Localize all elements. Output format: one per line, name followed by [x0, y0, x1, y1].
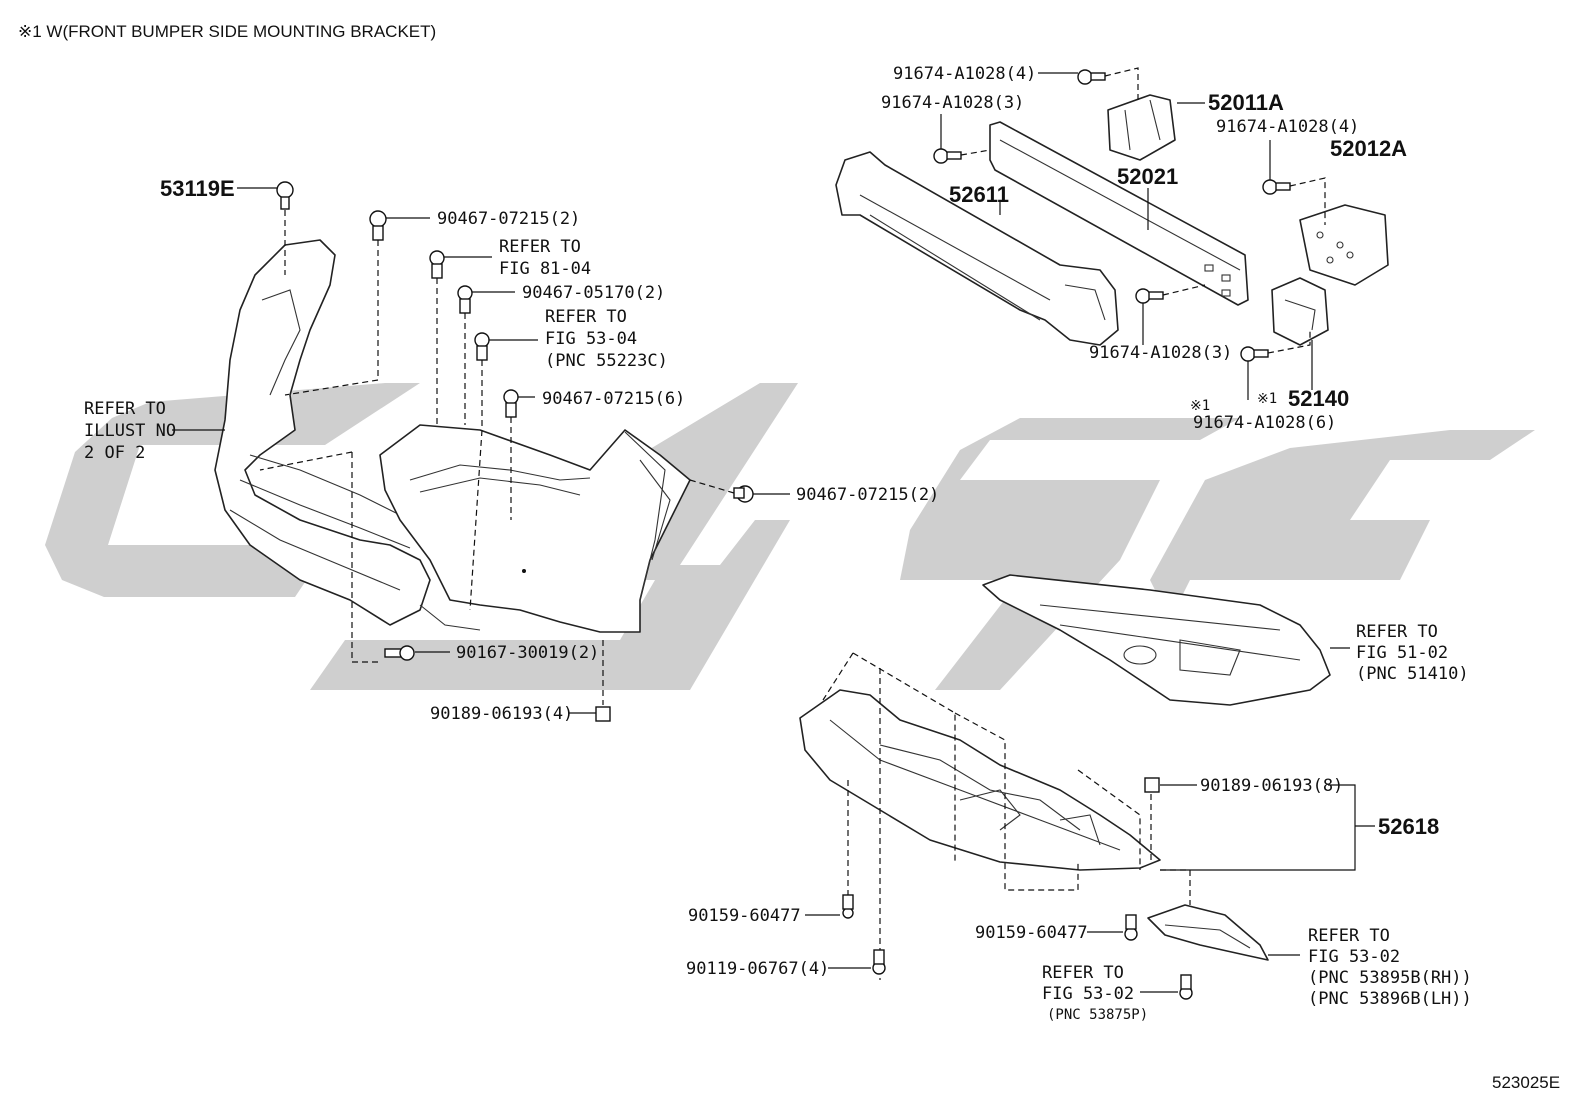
refer-fig51-line3: (PNC 51410) [1356, 664, 1469, 684]
label-90467-07215-2b: 90467-07215(2) [796, 485, 939, 505]
fasteners-bottom-right [842, 777, 1193, 1000]
label-90167-30019: 90167-30019(2) [456, 643, 599, 663]
refer-fig51-line1: REFER TO [1356, 622, 1438, 642]
refer-fig53-02b-line2: FIG 53-02 [1308, 947, 1400, 967]
clip-90467-07215-right [733, 485, 754, 503]
front-bumper-cover-drawing [214, 239, 691, 633]
refer-illust-line1: REFER TO [84, 399, 166, 419]
label-52140: 52140 [1288, 386, 1349, 411]
refer-fig53-02b-line4: (PNC 53896B(LH)) [1308, 989, 1472, 1009]
refer-fig53-02b-line1: REFER TO [1308, 926, 1390, 946]
bumper-absorber-52611 [835, 151, 1119, 346]
nut-90189-06193-4 [595, 706, 611, 722]
label-90159-60477a: 90159-60477 [688, 906, 801, 926]
refer-fig53-02a-line2: FIG 53-02 [1042, 984, 1134, 1004]
label-90467-05170: 90467-05170(2) [522, 283, 665, 303]
label-90119-06767: 90119-06767(4) [686, 959, 829, 979]
refer-fig53-04-line3: (PNC 55223C) [545, 351, 668, 371]
reinforcement-52021 [989, 121, 1249, 306]
refer-illust-line2: ILLUST NO [84, 421, 176, 441]
bracket-52011A [1107, 94, 1176, 161]
leader-lines-top-right [940, 67, 1326, 400]
refer-fig53-04-line2: FIG 53-04 [545, 329, 637, 349]
label-90467-07215-6: 90467-07215(6) [542, 389, 685, 409]
fastener-53119E [276, 181, 294, 210]
clip-fig53-04 [474, 332, 490, 361]
refer-fig53-02a-line1: REFER TO [1042, 963, 1124, 983]
header-note: ※1 W(FRONT BUMPER SIDE MOUNTING BRACKET) [18, 22, 436, 41]
label-52011A: 52011A [1208, 90, 1284, 115]
label-91674-4b: 91674-A1028(4) [1216, 117, 1359, 137]
bracket-52012A [1299, 204, 1389, 286]
clip-90467-07215-six [503, 389, 519, 418]
refer-fig53-02b-line3: (PNC 53895B(RH)) [1308, 968, 1472, 988]
label-91674-4a: 91674-A1028(4) [893, 64, 1036, 84]
label-91674-3b: 91674-A1028(3) [1089, 343, 1232, 363]
refer-fig53-02a-line3: (PNC 53875P) [1047, 1007, 1148, 1023]
engine-under-cover-drawing [982, 574, 1331, 706]
label-90159-60477b: 90159-60477 [975, 923, 1088, 943]
label-90467-07215-2a: 90467-07215(2) [437, 209, 580, 229]
screw-90167-30019 [384, 645, 415, 661]
mark-1a: ※1 [1190, 398, 1210, 414]
diagram-code: 523025E [1492, 1073, 1560, 1092]
label-90189-06193-8: 90189-06193(8) [1200, 776, 1343, 796]
label-53119E: 53119E [160, 176, 235, 201]
label-91674-3a: 91674-A1028(3) [881, 93, 1024, 113]
refer-fig81-line2: FIG 81-04 [499, 259, 591, 279]
bracket-52140 [1271, 277, 1329, 346]
refer-fig81-line1: REFER TO [499, 237, 581, 257]
bolts-91674-A1028 [933, 69, 1291, 362]
refer-illust-line3: 2 OF 2 [84, 443, 145, 463]
label-52021: 52021 [1117, 164, 1178, 189]
spoiler-cover-52618 [799, 689, 1161, 871]
refer-fig53-04-line1: REFER TO [545, 307, 627, 327]
label-91674-6: 91674-A1028(6) [1193, 413, 1336, 433]
side-seal-drawing [1147, 904, 1269, 961]
clip-90467-05170 [457, 285, 473, 314]
clip-90467-07215-top [369, 210, 387, 241]
clip-fig81-04 [429, 250, 445, 279]
mark-1b: ※1 [1257, 391, 1277, 407]
label-52012A: 52012A [1330, 136, 1407, 161]
label-52611: 52611 [949, 182, 1009, 207]
label-52618: 52618 [1378, 814, 1439, 839]
leader-lines-bottom-right [805, 784, 1375, 993]
watermark-logo [45, 383, 1535, 690]
label-90189-06193-4: 90189-06193(4) [430, 704, 573, 724]
refer-fig51-line2: FIG 51-02 [1356, 643, 1448, 663]
leader-lines-left [172, 187, 790, 714]
